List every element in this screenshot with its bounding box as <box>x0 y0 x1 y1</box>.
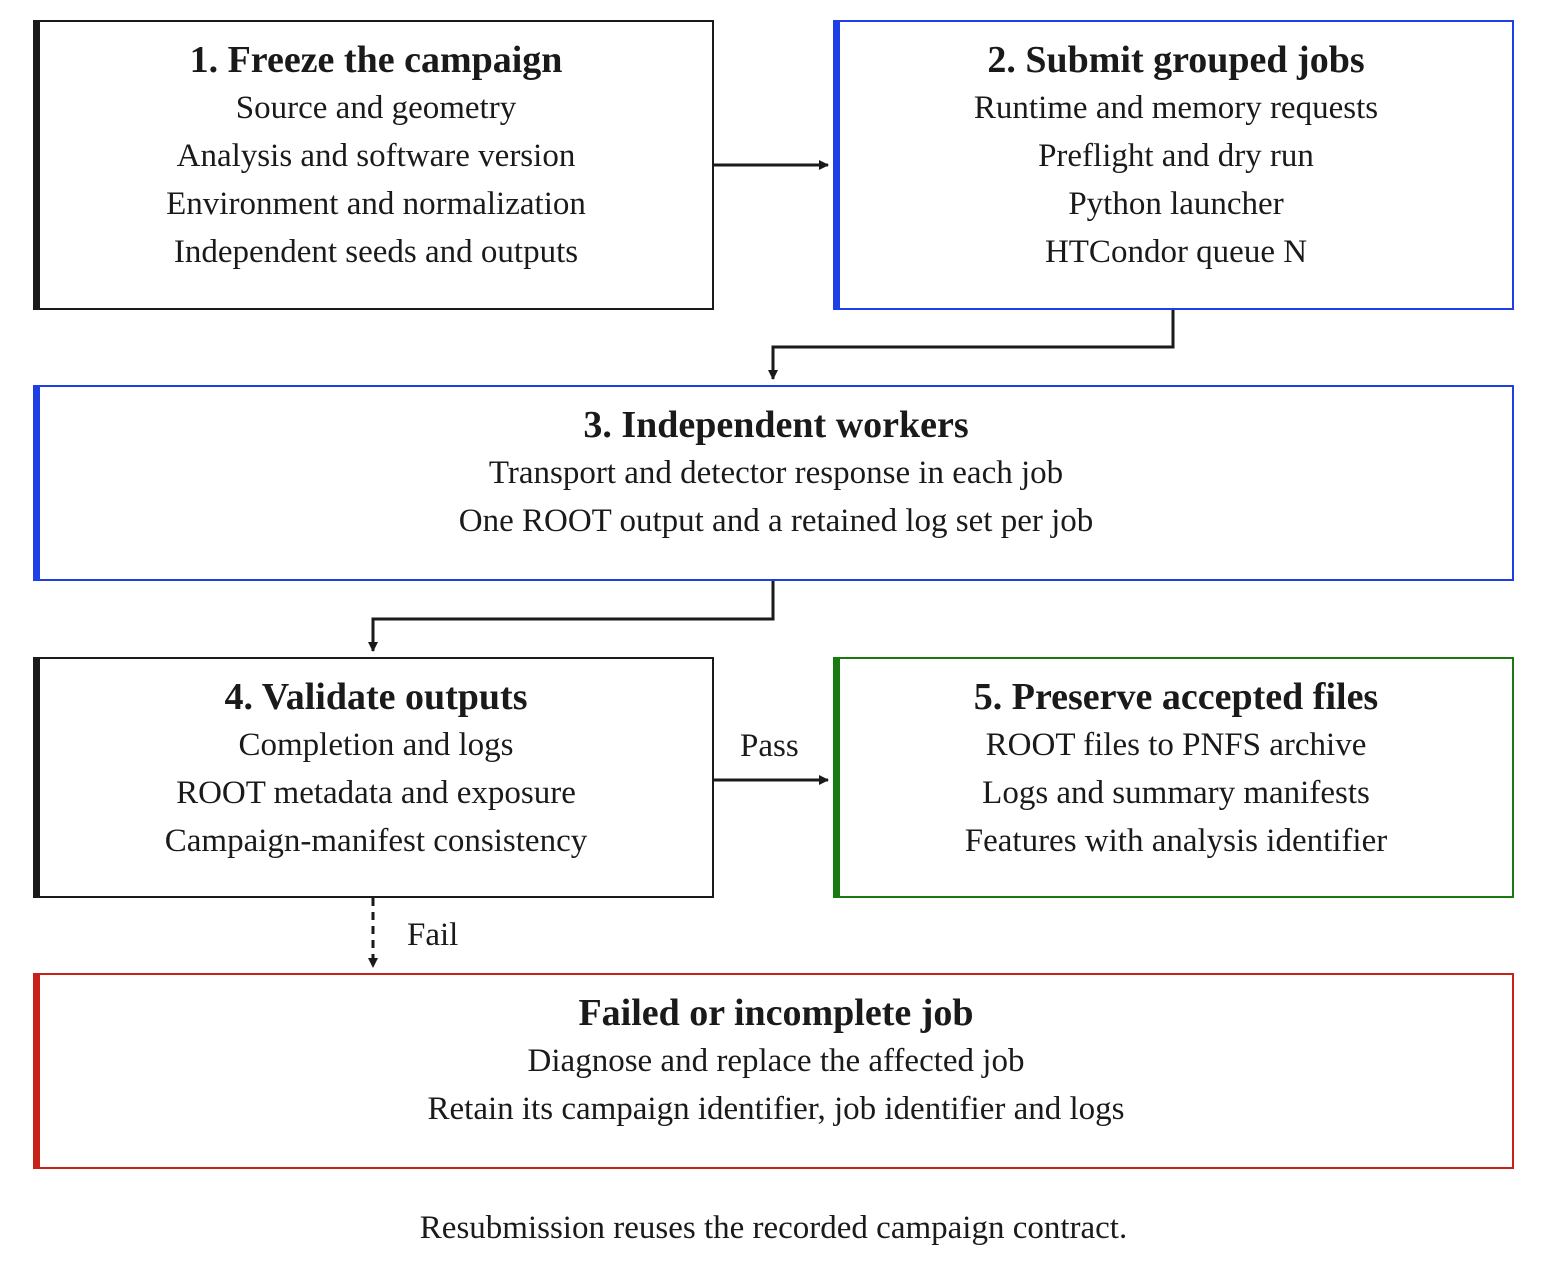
box-line: Independent seeds and outputs <box>173 234 579 270</box>
box-title: Failed or incomplete job <box>578 992 974 1034</box>
box-line: Python launcher <box>1068 186 1284 222</box>
box-line: Environment and normalization <box>166 186 586 222</box>
submit-jobs-box: 2. Submit grouped jobs Runtime and memor… <box>833 20 1514 310</box>
box-title: 1. Freeze the campaign <box>189 39 563 81</box>
box-line: Source and geometry <box>235 90 517 126</box>
box-title: 2. Submit grouped jobs <box>987 39 1365 81</box>
box-title: 4. Validate outputs <box>224 676 528 718</box>
freeze-campaign-box: 1. Freeze the campaign Source and geomet… <box>33 20 714 310</box>
box-line: Features with analysis identifier <box>964 823 1388 859</box>
box-line: One ROOT output and a retained log set p… <box>458 503 1094 539</box>
box-line: Logs and summary manifests <box>982 775 1370 811</box>
box-line: Analysis and software version <box>176 138 576 174</box>
box-line: Runtime and memory requests <box>973 90 1379 126</box>
box-line: ROOT files to PNFS archive <box>985 727 1367 763</box>
box-line: Transport and detector response in each … <box>488 455 1064 491</box>
box-line: Completion and logs <box>238 727 514 763</box>
failed-job-box: Failed or incomplete job Diagnose and re… <box>33 973 1514 1169</box>
box-line: Campaign-manifest consistency <box>164 823 588 859</box>
resubmission-note: Resubmission reuses the recorded campaig… <box>419 1210 1128 1246</box>
box-line: ROOT metadata and exposure <box>176 775 576 811</box>
validate-outputs-box: 4. Validate outputs Completion and logs … <box>33 657 714 898</box>
arrow-workers-to-validate <box>368 581 775 652</box>
box-title: 3. Independent workers <box>583 404 969 446</box>
box-line: HTCondor queue N <box>1044 234 1308 270</box>
arrow-submit-to-workers <box>768 310 1175 380</box>
box-line: Preflight and dry run <box>1038 138 1314 174</box>
independent-workers-box: 3. Independent workers Transport and det… <box>33 385 1514 581</box>
fail-label: Fail <box>407 917 459 953</box>
pass-label: Pass <box>740 728 799 764</box>
box-line: Diagnose and replace the affected job <box>527 1043 1025 1079</box>
preserve-files-box: 5. Preserve accepted files ROOT files to… <box>833 657 1514 898</box>
box-title: 5. Preserve accepted files <box>973 676 1379 718</box>
box-line: Retain its campaign identifier, job iden… <box>427 1091 1125 1127</box>
